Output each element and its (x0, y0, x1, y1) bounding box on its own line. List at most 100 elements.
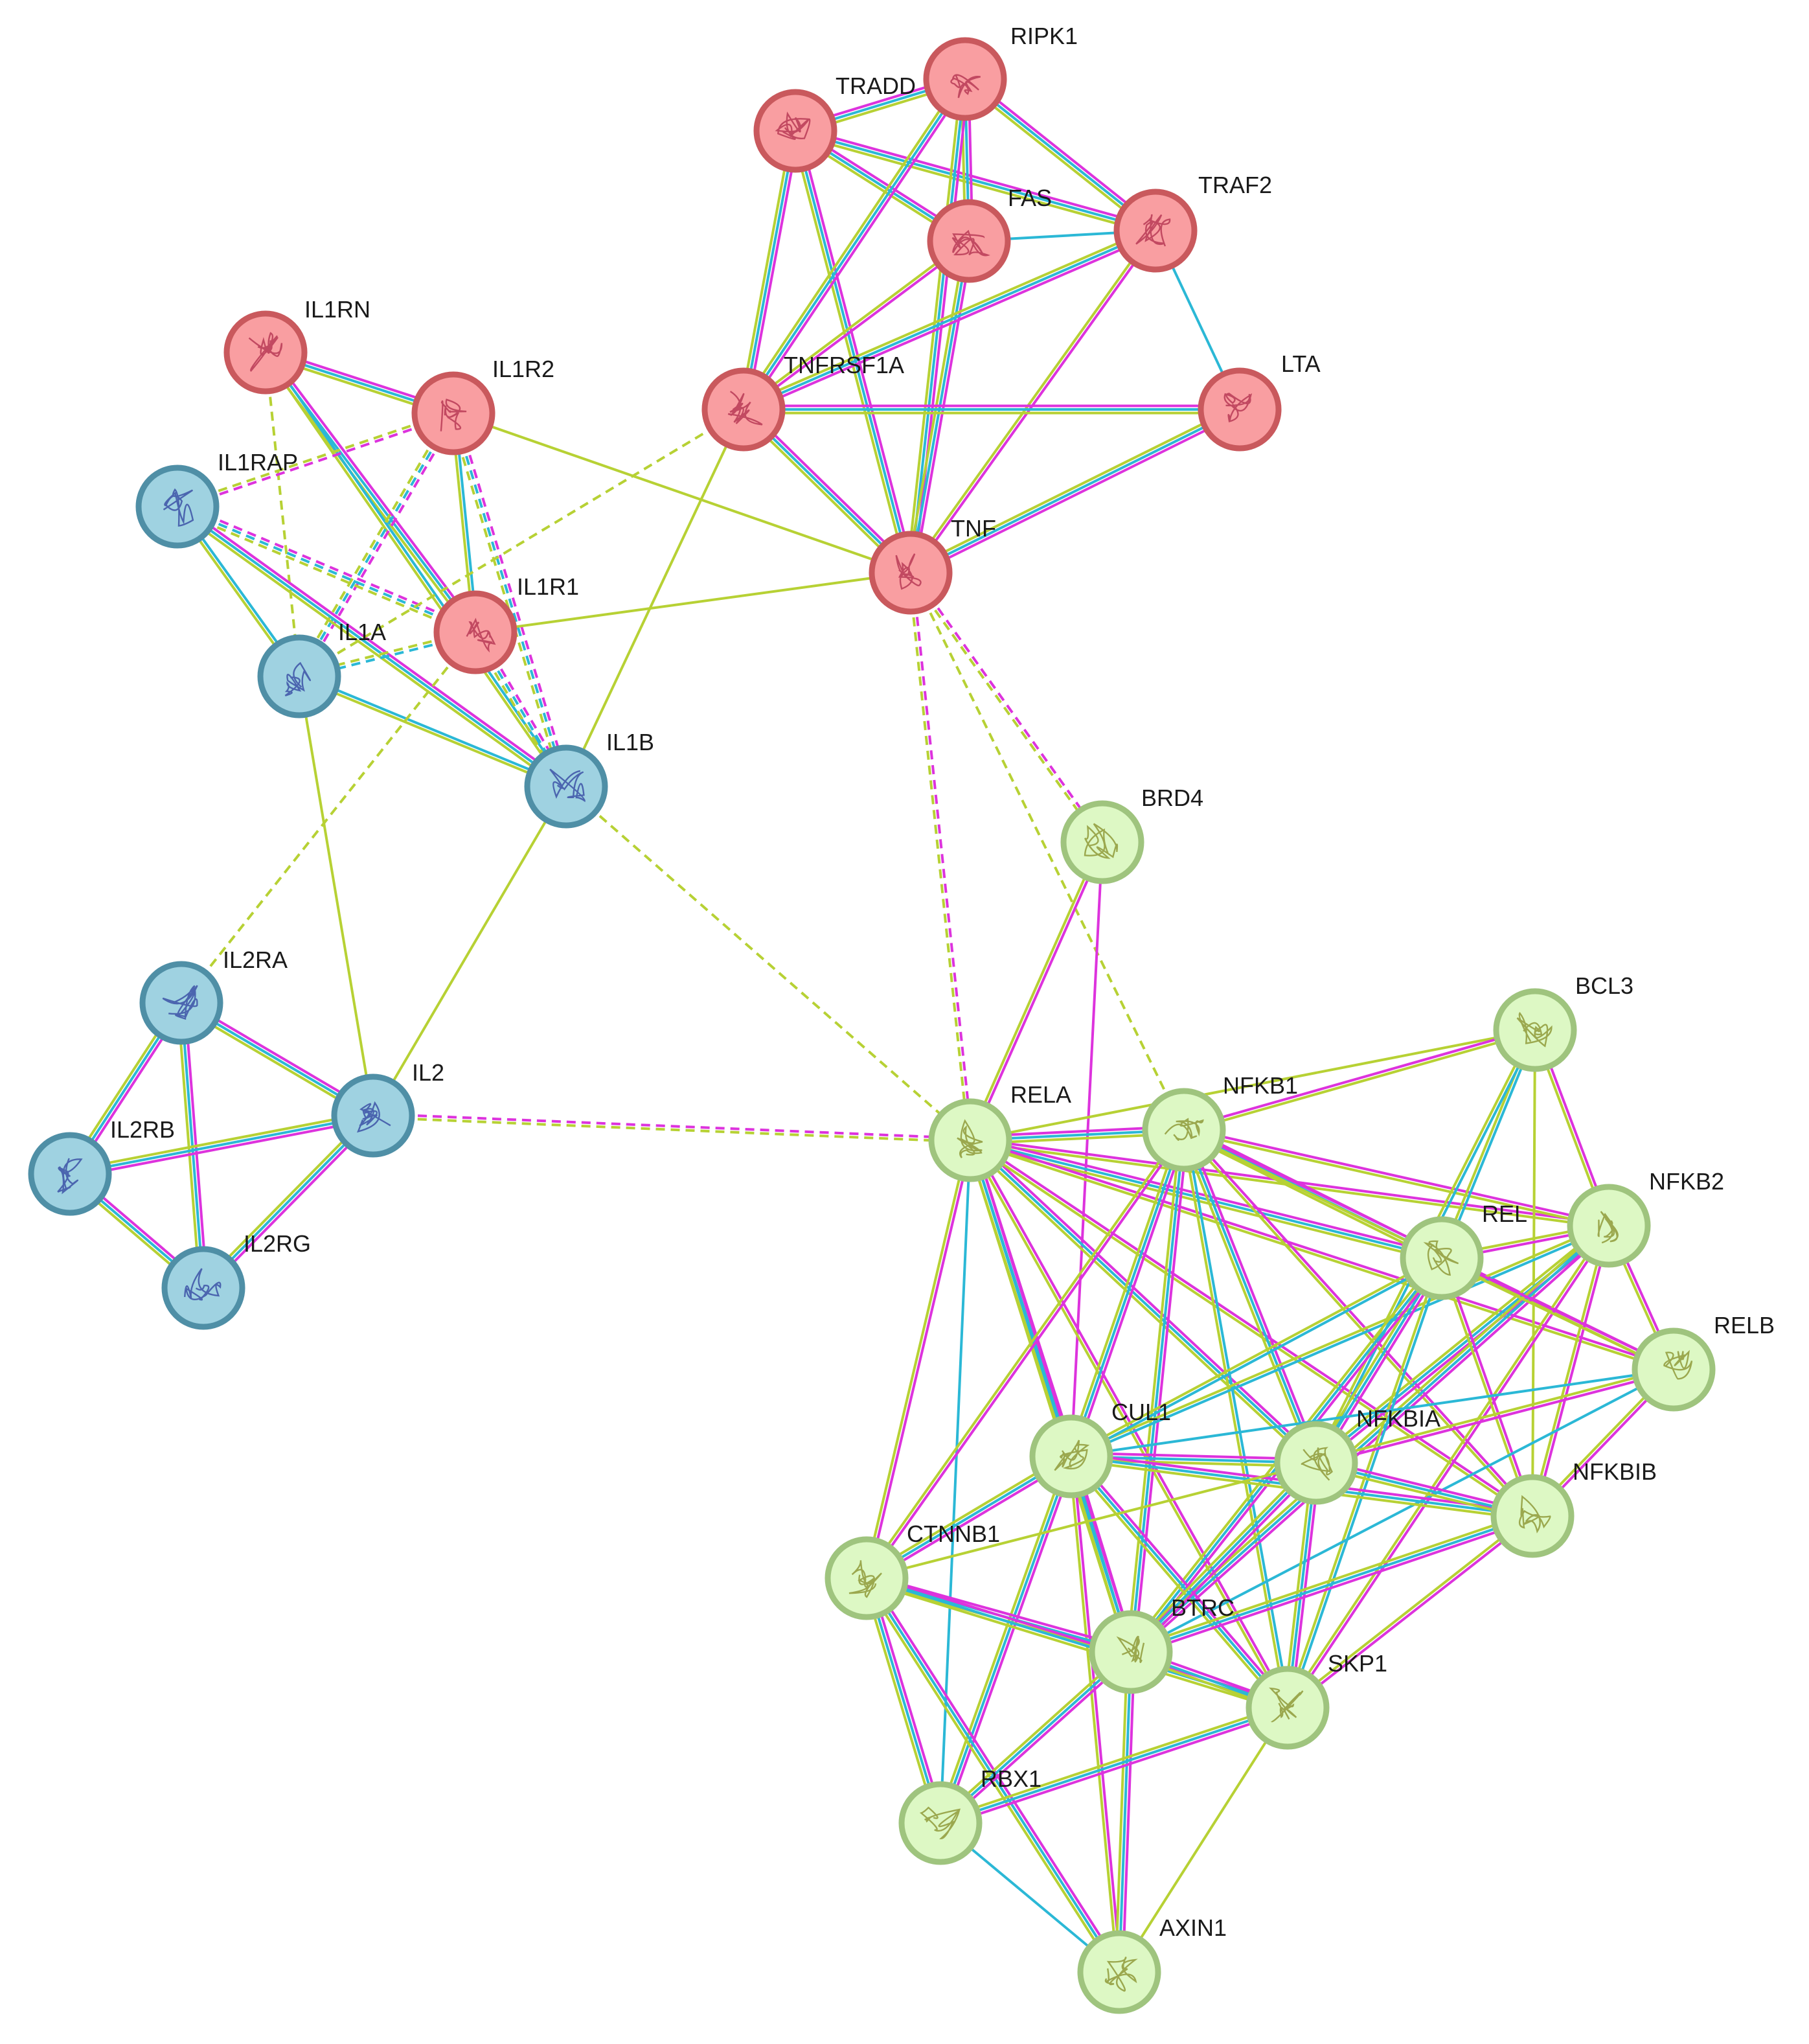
edge-strand-olive (69, 1110, 373, 1172)
node-il2rg[interactable]: IL2RG (161, 1230, 311, 1330)
node-skp1[interactable]: SKP1 (1246, 1650, 1387, 1750)
node-label: SKP1 (1328, 1650, 1387, 1677)
edge-strand-olive (1440, 1258, 1674, 1373)
edge-IL1A-IL2 (298, 676, 374, 1116)
node-btrc[interactable]: BTRC (1089, 1594, 1234, 1694)
node-ripk1[interactable]: RIPK1 (923, 23, 1078, 121)
node-il1r2[interactable]: IL1R2 (411, 356, 554, 455)
edge-NFKB2-SKP1 (1285, 1224, 1611, 1710)
edge-strand-olive (372, 1116, 970, 1143)
edge-strand-magenta (970, 842, 1106, 1142)
edge-BRD4-CUL1 (1070, 842, 1104, 1457)
node-relb[interactable]: RELB (1632, 1312, 1775, 1412)
node-nfkb1[interactable]: NFKB1 (1142, 1072, 1298, 1172)
node-rel[interactable]: REL (1400, 1200, 1527, 1300)
node-il1rap[interactable]: IL1RAP (135, 449, 298, 549)
edge-strand-olive (565, 409, 745, 787)
node-label: RIPK1 (1010, 23, 1078, 49)
edge-strand-magenta (1121, 1652, 1136, 1973)
edge-TRADD-TNFRSF1A (738, 130, 801, 411)
node-il2ra[interactable]: IL2RA (139, 947, 288, 1045)
protein-structure-icon (1423, 1240, 1459, 1276)
node-circle[interactable] (1142, 1088, 1226, 1172)
node-axin1[interactable]: AXIN1 (1077, 1914, 1227, 2014)
edge-strand-magenta (867, 1140, 973, 1579)
edge-CUL1-SKP1 (1067, 1453, 1291, 1711)
node-label: RELB (1714, 1312, 1775, 1338)
node-il2[interactable]: IL2 (331, 1059, 444, 1158)
node-label: IL2 (412, 1059, 444, 1086)
node-circle[interactable] (257, 634, 341, 718)
node-ctnnb1[interactable]: CTNNB1 (825, 1521, 1000, 1620)
node-circle[interactable] (1567, 1184, 1651, 1268)
edge-strand-olive (565, 785, 972, 1142)
node-brd4[interactable]: BRD4 (1060, 785, 1203, 884)
node-circle[interactable] (1089, 1610, 1173, 1694)
edge-TRADD-TNF (790, 130, 916, 574)
edge-strand-olive (1179, 1131, 1314, 1465)
node-il1a[interactable]: IL1A (257, 619, 386, 718)
edge-strand-olive (1118, 1706, 1289, 1973)
node-fas[interactable]: FAS (927, 185, 1052, 283)
node-circle[interactable] (411, 371, 495, 455)
protein-structure-icon (1518, 1495, 1551, 1533)
node-tradd[interactable]: TRADD (753, 73, 916, 173)
edge-strand-olive (176, 410, 453, 507)
edge-strand-olive (1067, 1458, 1286, 1711)
node-tnfrsf1a[interactable]: TNFRSF1A (701, 352, 904, 452)
edge-TNF-RELA (907, 572, 973, 1141)
node-lta[interactable]: LTA (1198, 350, 1321, 452)
edge-strand-olive (970, 1029, 1536, 1142)
node-circle[interactable] (28, 1132, 112, 1216)
edge-strand-magenta (745, 131, 801, 411)
node-circle[interactable] (1060, 800, 1144, 884)
edge-strand-cyan (743, 229, 1156, 411)
node-circle[interactable] (825, 1536, 909, 1620)
node-circle[interactable] (1077, 1930, 1161, 2014)
edge-strand-olive (1126, 1129, 1182, 1652)
node-label: BRD4 (1141, 785, 1203, 811)
node-rela[interactable]: RELA (928, 1081, 1071, 1182)
edge-strand-cyan (865, 1578, 942, 1824)
edge-strand-magenta (1183, 1027, 1535, 1130)
node-label: IL1R2 (492, 356, 554, 382)
node-il1rn[interactable]: IL1RN (223, 296, 370, 395)
edge-IL1B-RELA (565, 785, 972, 1142)
node-circle[interactable] (1400, 1216, 1484, 1300)
node-bcl3[interactable]: BCL3 (1493, 972, 1633, 1072)
edge-strand-magenta (1132, 1518, 1534, 1657)
node-traf2[interactable]: TRAF2 (1113, 172, 1272, 273)
edge-strand-olive (264, 352, 301, 677)
edge-strand-olive (908, 405, 1239, 571)
edge-strand-magenta (942, 1457, 1076, 1825)
edge-strand-cyan (299, 673, 567, 787)
node-nfkbia[interactable]: NFKBIA (1274, 1405, 1440, 1505)
edge-strand-cyan (1130, 1368, 1674, 1653)
node-il1b[interactable]: IL1B (524, 729, 654, 829)
edge-strand-olive (935, 1454, 1069, 1822)
node-tnf[interactable]: TNF (869, 515, 996, 615)
node-il2rb[interactable]: IL2RB (28, 1116, 175, 1216)
node-il1r1[interactable]: IL1R1 (433, 573, 579, 674)
edge-strand-olive (1439, 1258, 1532, 1517)
node-circle[interactable] (1113, 189, 1198, 273)
edge-strand-olive (372, 785, 567, 1117)
edge-strand-cyan (940, 1706, 1288, 1824)
edge-strand-olive (1070, 1223, 1609, 1456)
node-circle[interactable] (1029, 1414, 1113, 1499)
edge-strand-olive (1127, 1459, 1315, 1651)
edge-strand-olive (448, 414, 564, 788)
edge-strand-olive (937, 1648, 1130, 1822)
node-rbx1[interactable]: RBX1 (898, 1765, 1041, 1865)
node-nfkbib[interactable]: NFKBIB (1490, 1458, 1657, 1558)
node-circle[interactable] (928, 1098, 1012, 1182)
edge-strand-magenta (178, 502, 477, 630)
edge-NFKBIB-SKP1 (1286, 1513, 1534, 1710)
node-circle[interactable] (1198, 367, 1282, 452)
node-cul1[interactable]: CUL1 (1029, 1399, 1171, 1499)
edge-strand-olive (295, 411, 452, 676)
node-label: IL2RA (223, 947, 288, 973)
node-nfkb2[interactable]: NFKB2 (1567, 1168, 1724, 1268)
edge-strand-olive (1531, 1029, 1536, 1517)
edge-TNF-BRD4 (908, 571, 1105, 844)
